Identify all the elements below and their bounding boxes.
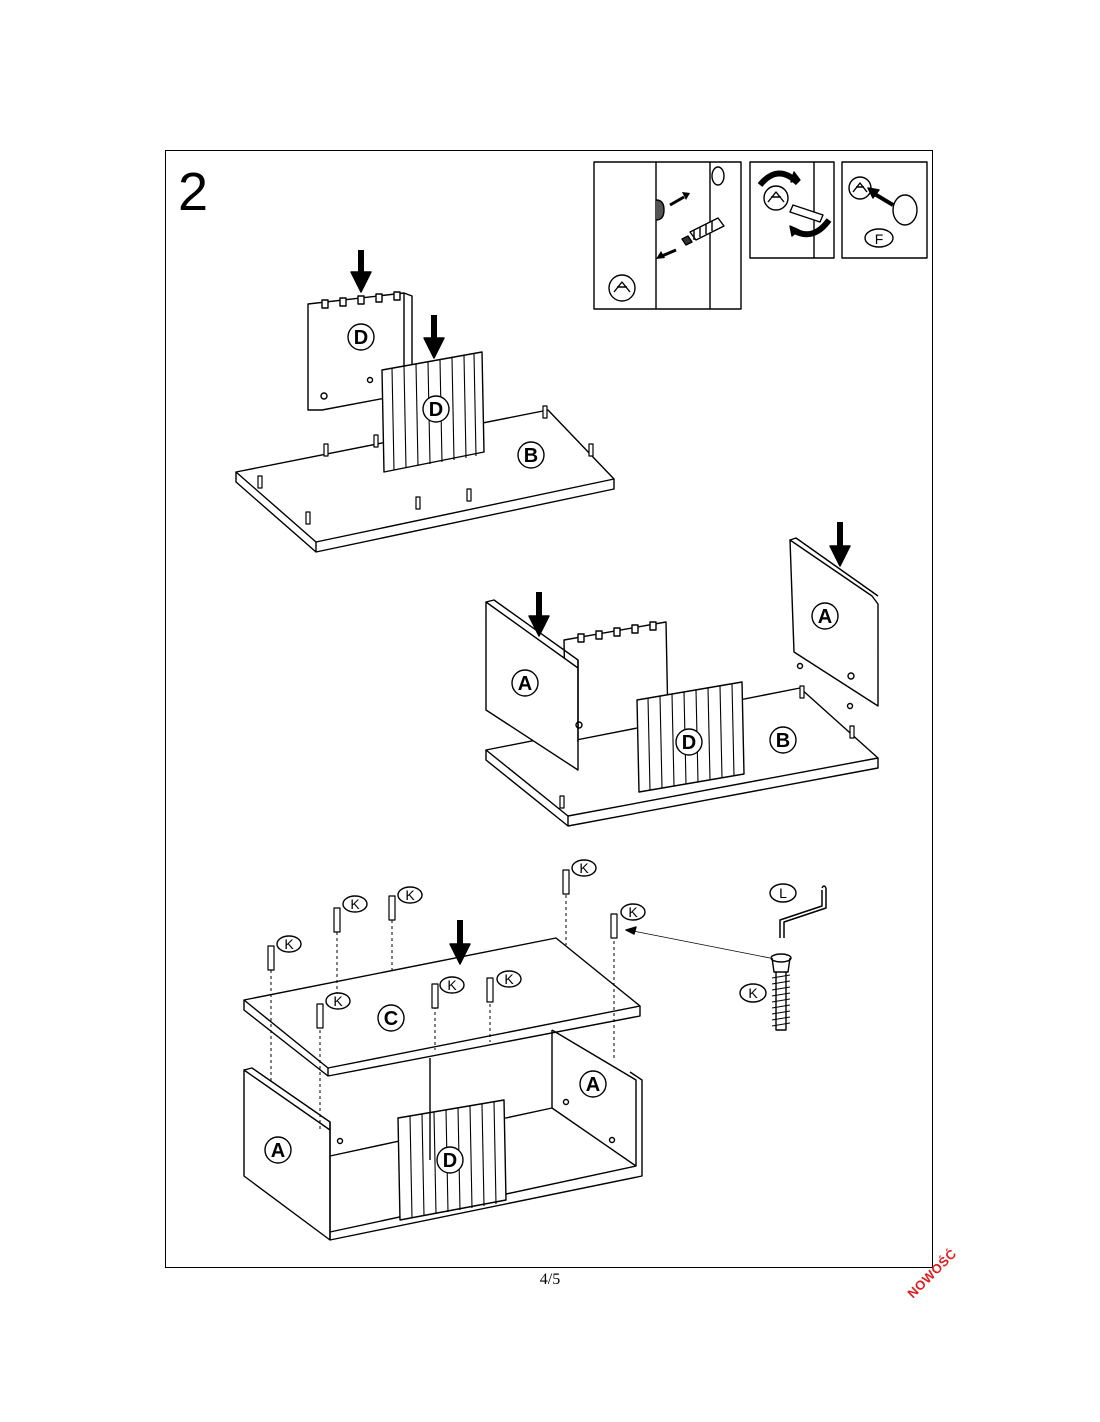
diagram-1 (235, 250, 615, 553)
detail-cam-lock-box (593, 161, 742, 310)
label-C: C (384, 1008, 398, 1030)
label-D-2: D (682, 732, 696, 754)
label-A-right-3: A (586, 1074, 600, 1096)
step-number: 2 (178, 162, 209, 222)
part-label-circle (864, 228, 894, 248)
detail-cap-box (841, 161, 928, 259)
label-A-left-3: A (271, 1140, 285, 1162)
label-D-3: D (443, 1150, 457, 1172)
label-A-left-2: A (518, 673, 532, 695)
label-K-3: K (350, 896, 360, 912)
label-K-5: K (447, 977, 457, 993)
label-B-1: B (524, 445, 538, 467)
diagram-3 (243, 869, 827, 1241)
instruction-frame (165, 150, 933, 1268)
label-K-6: K (504, 971, 514, 987)
label-K-1: K (284, 936, 294, 952)
label-L: L (779, 885, 787, 901)
label-K-8: K (628, 904, 638, 920)
page-number: 4/5 (539, 1271, 561, 1288)
label-B-2: B (776, 730, 790, 752)
label-D-panel-1: D (354, 327, 368, 349)
label-F: F (875, 231, 884, 247)
label-A-right-2: A (818, 606, 832, 628)
label-D-slatted-1: D (429, 399, 443, 421)
label-K-4: K (405, 887, 415, 903)
label-K-2: K (333, 993, 343, 1009)
detail-screwdriver-box (749, 161, 835, 259)
diagram-2 (485, 522, 879, 827)
label-K-detail: K (748, 985, 758, 1001)
label-K-7: K (579, 860, 589, 876)
